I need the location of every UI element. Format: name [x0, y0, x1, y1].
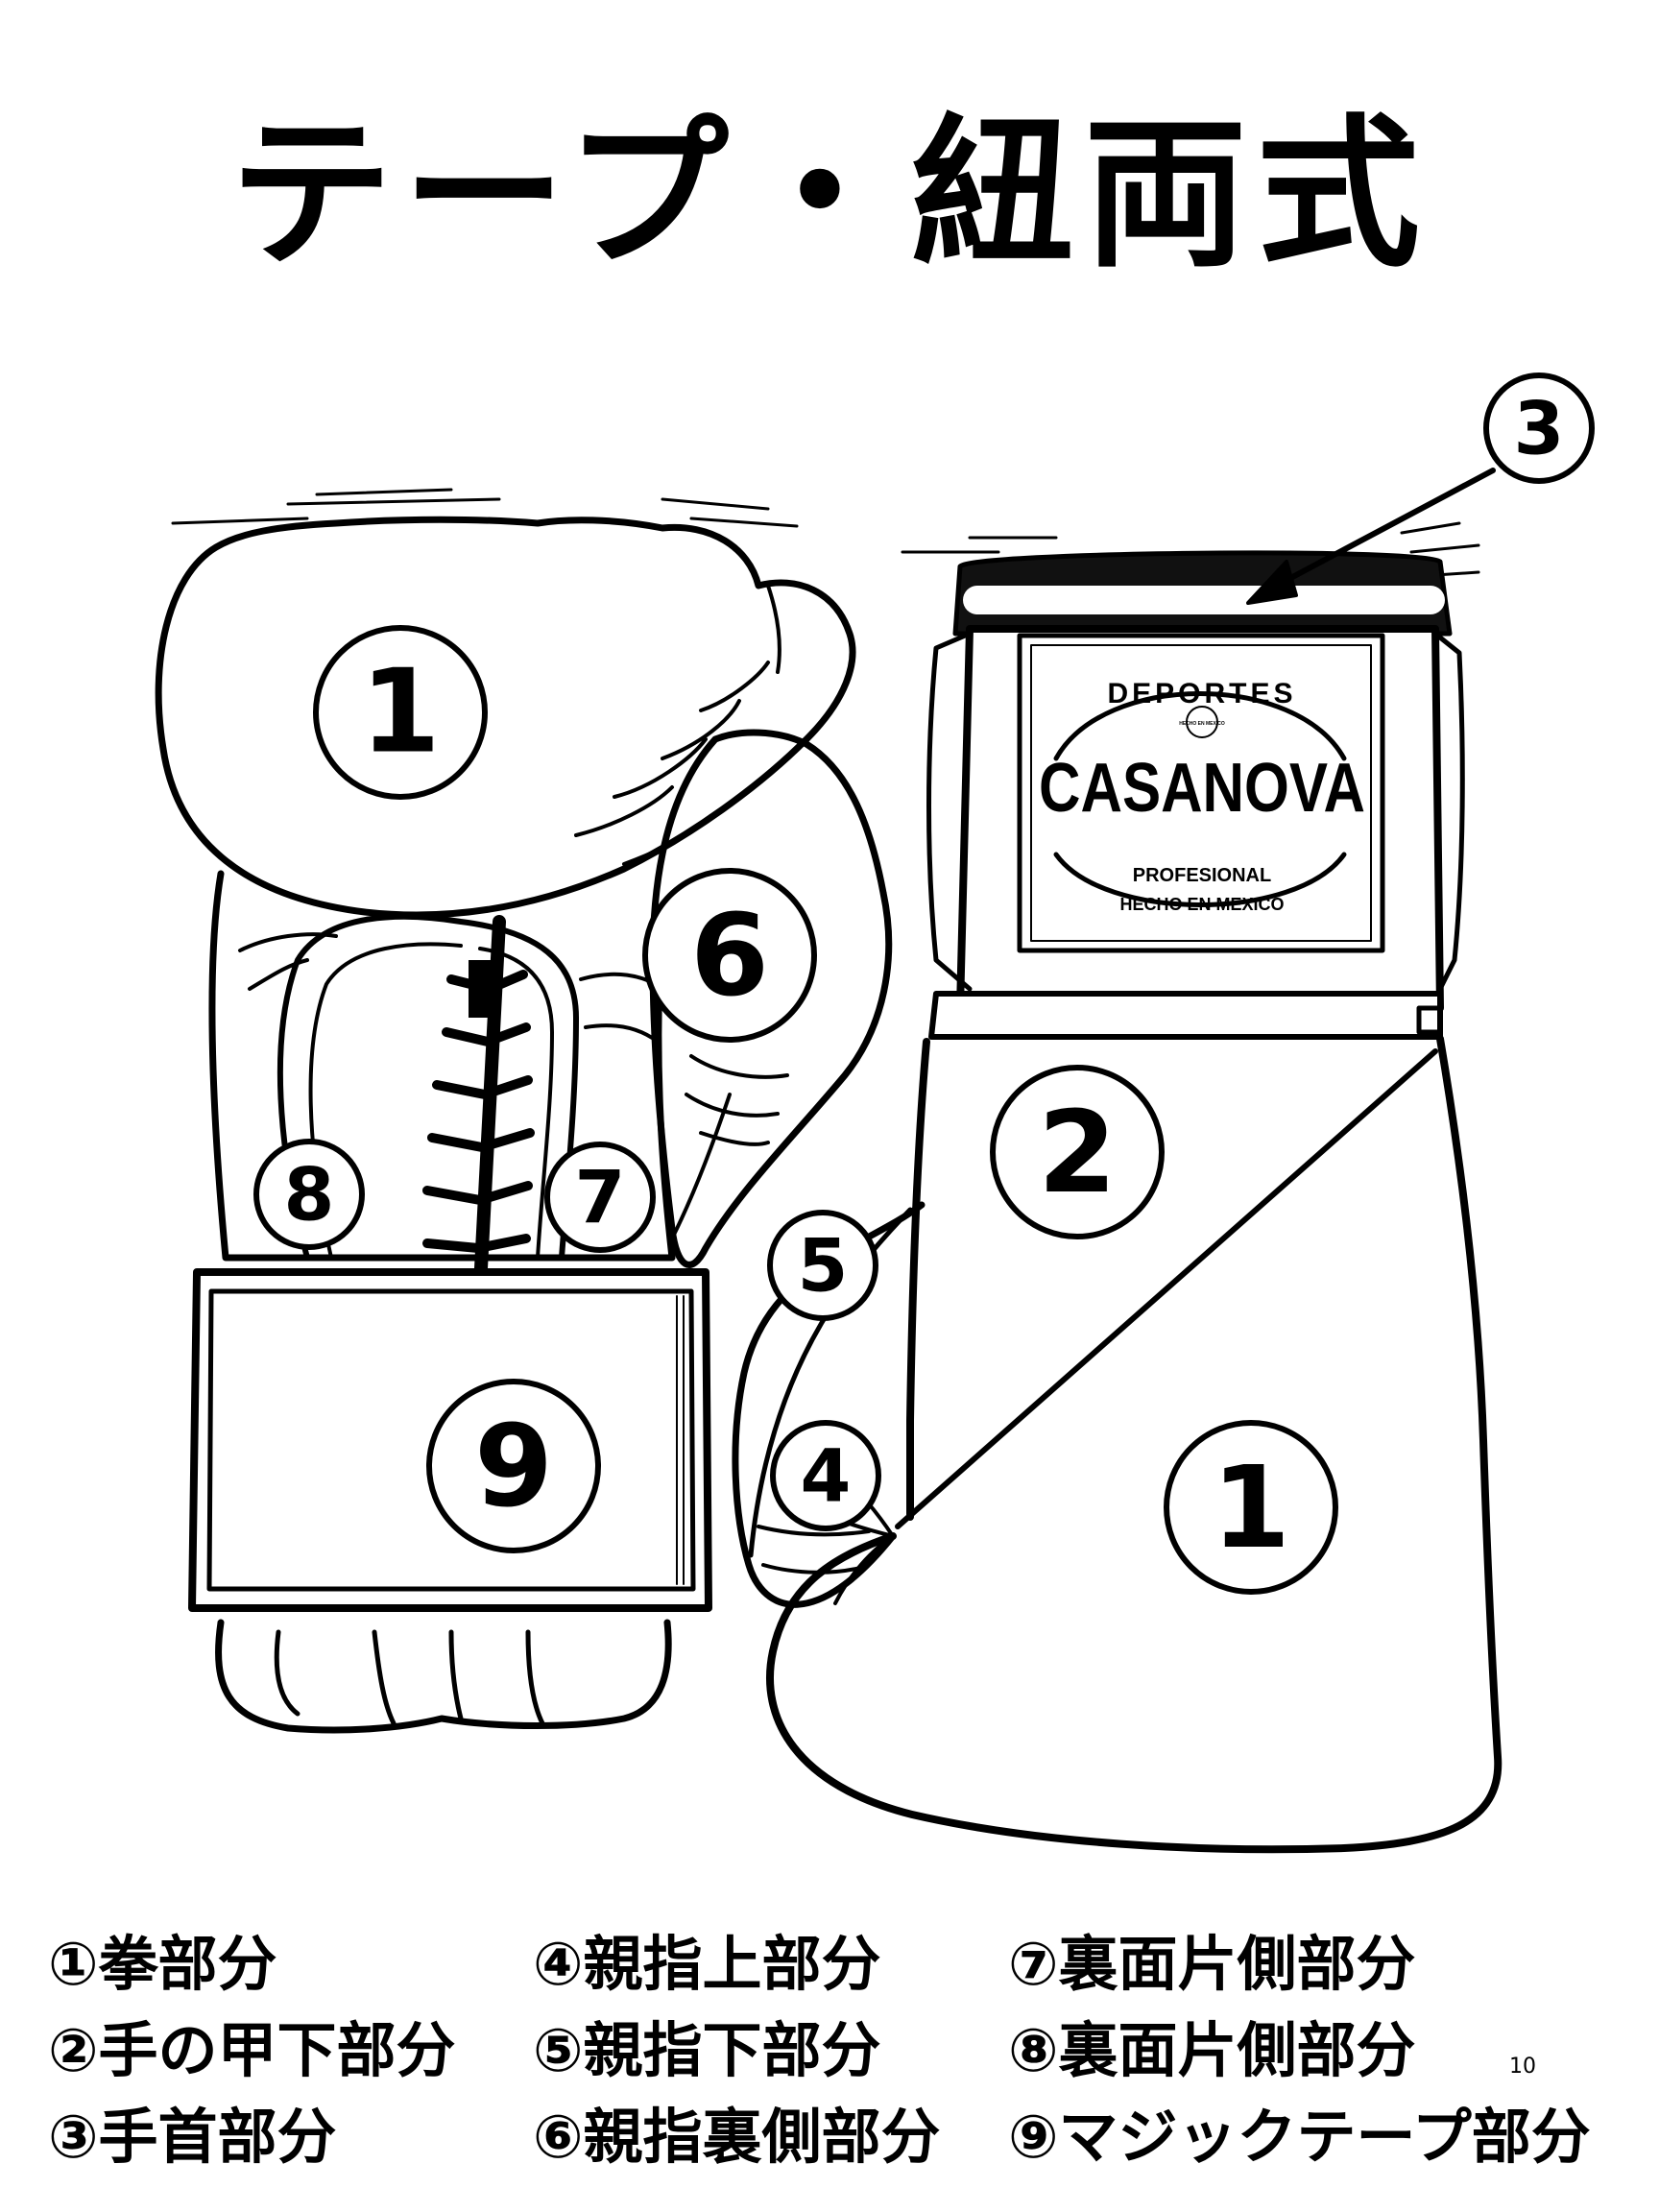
left-glove-laces: [422, 915, 535, 1293]
marker-3-arrowhead: [1246, 560, 1298, 605]
strap-stitch: [676, 1295, 685, 1585]
marker-1-left: 1: [313, 625, 488, 800]
logo-line1: PROFESIONAL: [1133, 865, 1271, 886]
marker-8-text: 8: [284, 1152, 335, 1238]
marker-3-text: 3: [1514, 386, 1565, 471]
legend-item-7: ⑦裏面片側部分: [1008, 1929, 1416, 1999]
marker-2-text: 2: [1038, 1086, 1117, 1218]
marker-2: 2: [990, 1065, 1165, 1239]
left-glove-palm: [208, 870, 676, 1262]
marker-6: 6: [642, 868, 817, 1043]
marker-7-text: 7: [575, 1155, 626, 1240]
page-number: 10: [1509, 2055, 1536, 2079]
legend-item-6: ⑥親指裏側部分: [533, 2102, 941, 2172]
marker-4: 4: [770, 1420, 881, 1531]
logo-line2: HECHO EN MEXICO: [1119, 895, 1284, 914]
right-glove: DEPORTES HECHO EN MEXICO CASANOVA PROFES…: [732, 521, 1503, 1854]
marker-1-left-text: 1: [360, 646, 441, 780]
marker-6-text: 6: [690, 889, 769, 1022]
left-glove-fist: [155, 516, 856, 919]
right-glove-band: [928, 991, 1443, 1040]
casanova-logo: DEPORTES HECHO EN MEXICO CASANOVA PROFES…: [1017, 633, 1385, 953]
marker-5: 5: [767, 1210, 878, 1321]
marker-5-text: 5: [798, 1223, 849, 1309]
right-glove-back: [766, 1035, 1503, 1854]
left-glove-cuff: [215, 1619, 672, 1734]
marker-1-right-text: 1: [1212, 1441, 1290, 1574]
logo-top-text: DEPORTES: [1107, 678, 1296, 709]
marker-8: 8: [253, 1139, 365, 1250]
left-glove-lace-panel: [276, 913, 579, 1261]
marker-4-text: 4: [801, 1433, 852, 1519]
markers: 1 6 8 7 9 3 2 5: [253, 373, 1595, 1595]
marker-9: 9: [426, 1379, 601, 1553]
left-fist-creases: [574, 584, 781, 866]
marker-1-right: 1: [1164, 1420, 1338, 1595]
legend-item-5: ⑤親指下部分: [533, 2015, 881, 2085]
marker-7: 7: [544, 1142, 656, 1253]
legend-item-4: ④親指上部分: [533, 1929, 881, 1999]
legend-item-3: ③手首部分: [48, 2102, 337, 2172]
page-title: テープ・紐両式: [229, 100, 1430, 290]
right-glove-seam: [895, 1048, 1438, 1529]
motion-lines-right: [901, 521, 1480, 578]
legend-item-9: ⑨マジックテープ部分: [1008, 2102, 1591, 2172]
motion-lines-left: [171, 488, 799, 528]
marker-3: 3: [1483, 373, 1595, 484]
legend-item-2: ②手の甲下部分: [48, 2015, 456, 2085]
left-thumb-creases: [670, 1054, 789, 1240]
marker-3-arrow: [1264, 468, 1496, 593]
logo-seal-text: HECHO EN MEXICO: [1179, 721, 1225, 727]
legend-item-1: ①拳部分: [48, 1929, 277, 1999]
marker-9-text: 9: [474, 1400, 553, 1532]
legend-item-8: ⑧裏面片側部分: [1008, 2015, 1416, 2085]
logo-brand: CASANOVA: [1039, 750, 1365, 827]
